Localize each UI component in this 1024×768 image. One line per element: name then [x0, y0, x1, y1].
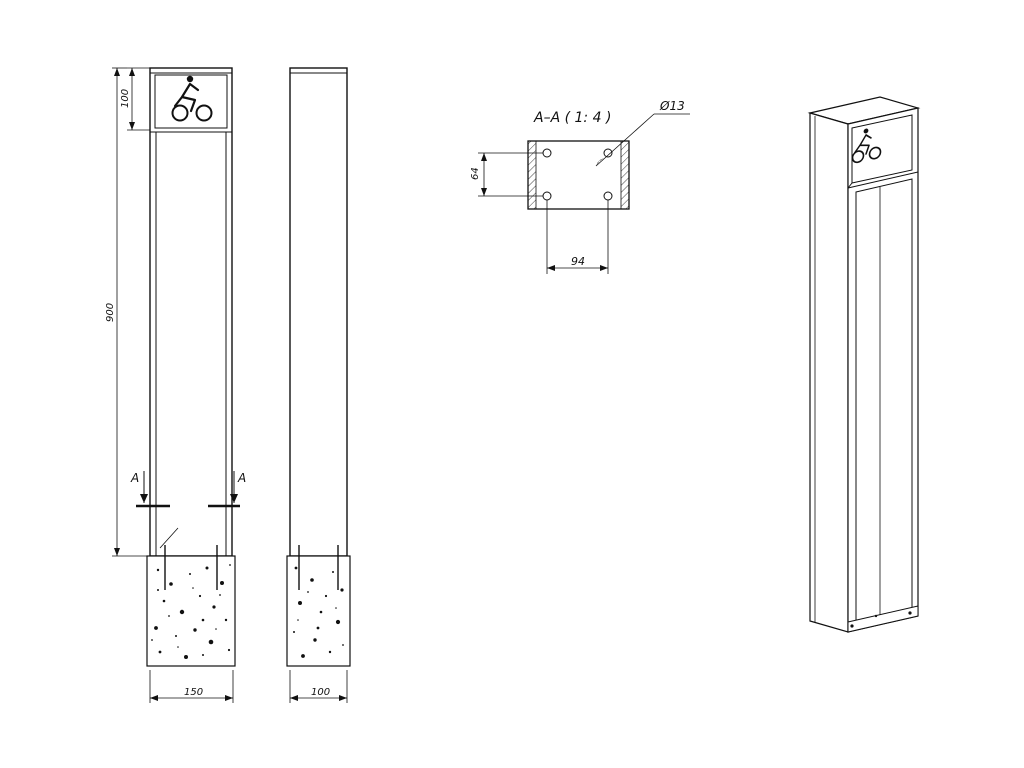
- front-post-outline: [149, 67, 233, 557]
- hole-top-right: [603, 148, 613, 158]
- iso-head-shelf-back: [847, 182, 853, 189]
- dim-hole-diameter: Ø13: [595, 99, 690, 167]
- front-concrete-base: [146, 545, 236, 667]
- dim-hole-diameter-label: Ø13: [659, 99, 685, 113]
- section-label-left: A: [130, 471, 139, 485]
- dim-horizontal-spacing: 94: [546, 200, 609, 274]
- front-view: A A: [105, 67, 246, 703]
- dim-base-width-side: 100: [289, 670, 348, 703]
- section-hatch-right: [620, 140, 630, 210]
- hole-top-left: [542, 148, 552, 158]
- side-view: 100: [286, 67, 351, 703]
- dim-vertical-spacing-label: 64: [470, 167, 481, 180]
- dim-vertical-spacing: 64: [470, 152, 543, 197]
- iso-bolt-left: [850, 624, 854, 628]
- side-concrete-base: [286, 545, 351, 667]
- iso-bolt-mid: [874, 614, 878, 618]
- section-marker-right: A: [208, 471, 246, 508]
- side-concrete-speckle: [293, 566, 344, 658]
- dim-total-height-label: 900: [105, 303, 116, 322]
- iso-front-face: [809, 112, 849, 633]
- dim-top-height: 100: [120, 67, 150, 131]
- bicycle-icon: [171, 75, 213, 122]
- dim-total-height: 900: [105, 67, 150, 557]
- front-head-panel: [154, 74, 228, 129]
- iso-view: [807, 96, 921, 633]
- dim-top-height-label: 100: [120, 89, 131, 108]
- section-label-right: A: [237, 471, 246, 485]
- iso-head-shelf: [847, 171, 919, 189]
- dim-base-width-front: 150: [149, 670, 234, 703]
- iso-bolt-right: [908, 611, 912, 615]
- bicycle-icon: [851, 128, 882, 164]
- section-hatch-left: [527, 140, 537, 210]
- side-post-outline: [289, 67, 348, 557]
- hole-bottom-right: [603, 191, 613, 201]
- section-marker-left: A: [130, 471, 170, 508]
- iso-lower-opening: [855, 178, 913, 623]
- hole-bottom-left: [542, 191, 552, 201]
- front-concrete-speckle: [151, 564, 231, 659]
- iso-bottom-plate: [847, 605, 919, 633]
- section-title: A–A ( 1: 4 ): [533, 110, 611, 126]
- dim-horizontal-spacing-label: 94: [571, 255, 585, 268]
- dim-base-width-side-label: 100: [311, 687, 330, 698]
- section-view: A–A ( 1: 4 ) Ø13 64: [470, 99, 690, 274]
- anchor-leader: [159, 527, 179, 549]
- dim-base-width-front-label: 150: [184, 687, 203, 698]
